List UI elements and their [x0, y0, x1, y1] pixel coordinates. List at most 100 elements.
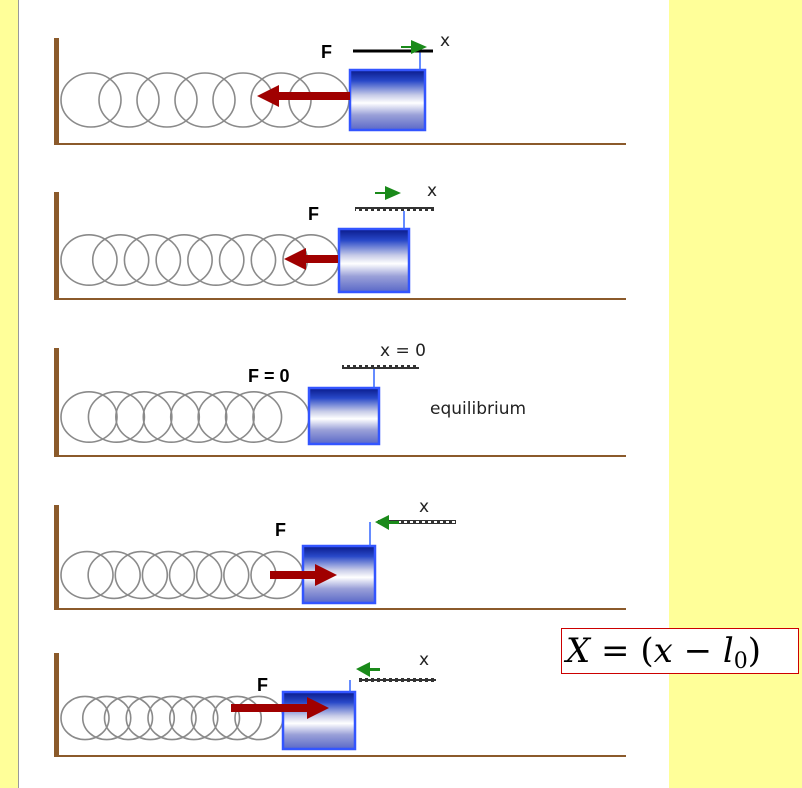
direction-flag-icon: [356, 662, 380, 677]
spring-panel-2: xF: [54, 181, 626, 300]
spring-coil: [155, 234, 213, 287]
spring-coil: [234, 695, 284, 741]
spring-coil: [141, 550, 196, 600]
spring-coil: [224, 390, 283, 443]
spring-coil: [87, 550, 141, 600]
displacement-formula: X = (x − l0): [561, 628, 799, 674]
spring-coil: [212, 72, 274, 128]
floor-line: [54, 455, 626, 457]
spring-coil: [147, 695, 197, 741]
spring-coil: [212, 695, 263, 741]
spring-coil: [174, 72, 236, 128]
spring-panel-4: xF: [54, 497, 626, 610]
floor-line: [54, 608, 626, 610]
mass-block-body: [307, 386, 381, 446]
spring: [60, 550, 304, 600]
force-arrow-head: [257, 85, 279, 107]
direction-flag-icon: [401, 40, 427, 54]
direction-flag-icon: [375, 515, 399, 530]
spring-coil: [136, 72, 198, 128]
force-label: F: [257, 675, 268, 695]
force-arrow-head: [315, 564, 337, 586]
spring: [60, 390, 310, 443]
wall: [54, 192, 59, 300]
spring-coil: [81, 695, 132, 741]
spring-coil: [60, 550, 114, 600]
spring-coil: [190, 695, 241, 741]
axis-bar: [359, 678, 436, 682]
spring-coil: [197, 390, 255, 443]
formula-minus: −: [683, 631, 713, 671]
force-label: F: [275, 520, 286, 540]
axis-bar: [353, 49, 433, 53]
spring-coil: [60, 390, 118, 443]
floor-line: [54, 298, 626, 300]
force-label: F: [308, 204, 319, 224]
formula-x: x: [653, 631, 673, 671]
force-arrow: [284, 248, 338, 270]
wall: [54, 38, 59, 145]
spring-coil: [91, 234, 150, 287]
axis-label: x: [440, 31, 450, 51]
force-arrow-head: [284, 248, 306, 270]
force-arrow: [257, 85, 350, 107]
force-label: F: [321, 42, 332, 62]
direction-flag-icon: [375, 186, 401, 200]
axis-bar: [355, 207, 434, 211]
axis-bar: [342, 365, 419, 369]
spring-coil: [87, 390, 146, 443]
force-arrow: [231, 697, 329, 719]
spring-coil: [98, 72, 160, 128]
floor-line: [54, 143, 626, 145]
spring-coil: [169, 390, 228, 443]
spring-coil: [115, 390, 173, 443]
mass-block-body: [348, 68, 427, 132]
spring-panel-5: xF: [54, 650, 626, 757]
formula-X: X: [566, 631, 591, 671]
force-arrow-head: [307, 697, 329, 719]
spring-coil: [125, 695, 176, 741]
spring-coil: [123, 234, 182, 287]
force-arrow-shaft: [302, 255, 338, 263]
mass-block: [307, 386, 381, 446]
spring-coil: [187, 234, 245, 287]
formula-rparen: ): [747, 631, 762, 671]
force-arrow-shaft: [231, 704, 311, 712]
mass-block: [281, 690, 357, 751]
formula-l: l: [722, 631, 734, 671]
axis-label: x: [427, 181, 437, 201]
mass-block: [348, 68, 427, 132]
spring-coil: [142, 390, 201, 443]
axis-bar: [378, 520, 456, 524]
spring: [60, 695, 284, 741]
spring-panel-1: xF: [54, 31, 626, 145]
formula-lparen: (: [640, 631, 654, 671]
axis-label: x = 0: [380, 341, 426, 361]
spring-coil: [218, 234, 277, 287]
axis-label: x: [419, 650, 429, 670]
floor-line: [54, 755, 626, 757]
spring-coil: [103, 695, 154, 741]
spring-panel-3: x = 0 F = 0 equilibrium: [54, 341, 626, 457]
formula-subscript: 0: [733, 649, 748, 674]
spring-coil: [60, 234, 118, 287]
mass-block-body: [281, 690, 357, 751]
spring-coil: [168, 550, 223, 600]
state-label: equilibrium: [430, 399, 526, 419]
force-label: F = 0: [248, 366, 290, 386]
mass-block-body: [337, 227, 411, 294]
spring-coil: [114, 550, 169, 600]
mass-block: [337, 227, 411, 294]
spring-coil: [223, 550, 277, 600]
force-arrow: [270, 564, 337, 586]
wall: [54, 653, 59, 757]
spring-coil: [195, 550, 250, 600]
force-arrow-shaft: [270, 571, 319, 579]
wall: [54, 505, 59, 610]
spring-coil: [60, 695, 110, 741]
spring-coil: [168, 695, 219, 741]
force-arrow-shaft: [275, 92, 350, 100]
axis-label: x: [419, 497, 429, 517]
